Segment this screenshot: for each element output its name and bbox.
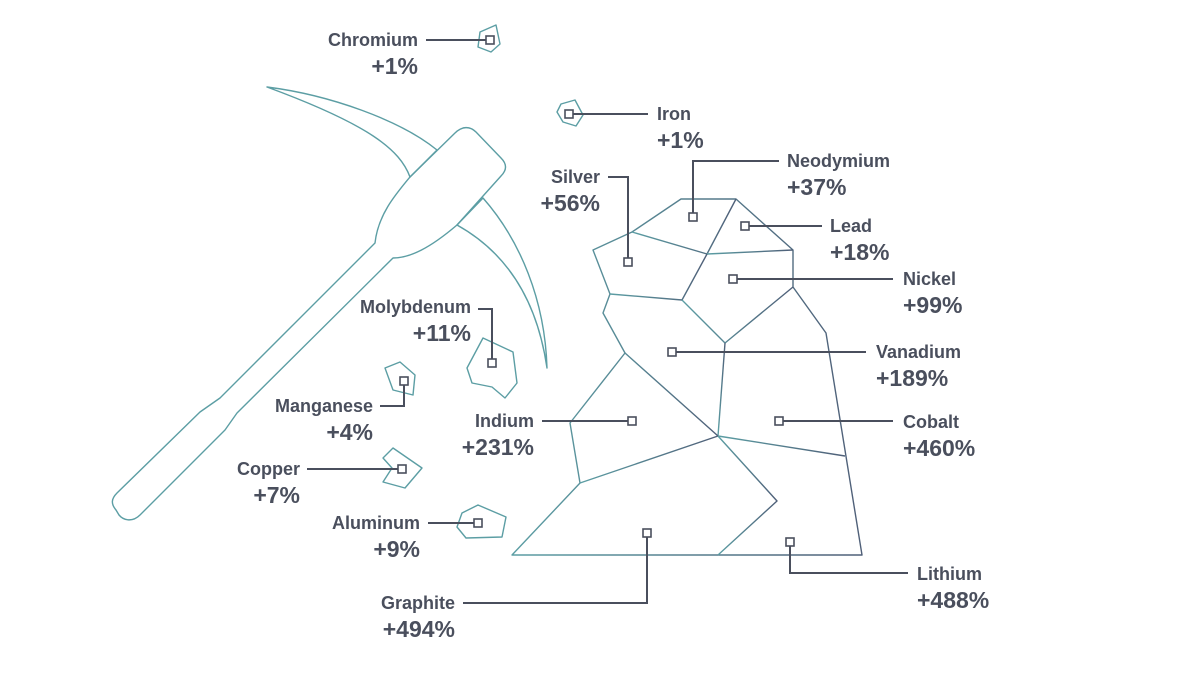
mineral-change: +494% [383,616,455,642]
label-lead: Lead +18% [830,216,889,265]
mineral-name: Molybdenum [360,297,471,317]
molybdenum-rock [466,337,518,399]
mineral-change: +56% [541,190,600,216]
mineral-name: Iron [657,104,691,124]
mineral-change: +1% [657,127,704,153]
rock-cluster [511,198,863,556]
label-graphite: Graphite +494% [381,593,455,642]
label-lithium: Lithium +488% [917,564,989,613]
mineral-change: +1% [371,53,418,79]
mineral-name: Silver [551,167,600,187]
mineral-name: Chromium [328,30,418,50]
label-iron: Iron +1% [657,104,704,153]
mineral-change: +460% [903,435,975,461]
label-copper: Copper +7% [237,459,300,508]
label-manganese: Manganese +4% [275,396,373,445]
mineral-name: Lithium [917,564,982,584]
iron-rock [556,99,584,127]
mineral-change: +18% [830,239,889,265]
mineral-change: +231% [462,434,534,460]
mineral-name: Indium [475,411,534,431]
label-molybdenum: Molybdenum +11% [360,297,471,346]
label-indium: Indium +231% [462,411,534,460]
mineral-change: +7% [253,482,300,508]
manganese-rock [384,361,416,396]
mineral-name: Neodymium [787,151,890,171]
mineral-change: +37% [787,174,846,200]
label-chromium: Chromium +1% [328,30,418,79]
mineral-name: Lead [830,216,872,236]
label-neodymium: Neodymium +37% [787,151,890,200]
label-vanadium: Vanadium +189% [876,342,961,391]
mineral-name: Vanadium [876,342,961,362]
label-aluminum: Aluminum +9% [332,513,420,562]
mineral-name: Aluminum [332,513,420,533]
aluminum-rock [456,504,507,539]
mineral-change: +189% [876,365,948,391]
mineral-change: +4% [326,419,373,445]
chromium-rock [477,24,501,53]
label-silver: Silver +56% [541,167,600,216]
small-rocks [382,24,584,539]
copper-rock [382,447,423,489]
mineral-change: +99% [903,292,962,318]
pickaxe-icon [111,86,548,521]
mineral-change: +9% [373,536,420,562]
label-cobalt: Cobalt +460% [903,412,975,461]
leader-lines [307,35,908,604]
mineral-name: Graphite [381,593,455,613]
mineral-name: Nickel [903,269,956,289]
mineral-name: Cobalt [903,412,959,432]
mineral-name: Copper [237,459,300,479]
mineral-name: Manganese [275,396,373,416]
mineral-change: +11% [413,320,471,346]
label-nickel: Nickel +99% [903,269,962,318]
mineral-change: +488% [917,587,989,613]
